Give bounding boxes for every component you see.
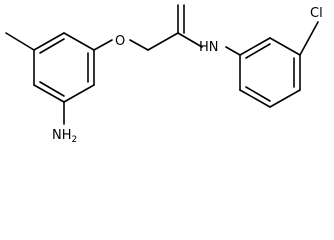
chlorine-label: Cl — [310, 6, 323, 21]
right-benzene-ring — [239, 37, 301, 108]
carbonyl-to-n-bond — [177, 32, 203, 48]
double-bond-inner-3 — [39, 81, 65, 97]
amine-nh-text: NH — [52, 128, 72, 143]
double-bond-inner-r1 — [245, 43, 271, 59]
n-to-ring-bond — [225, 46, 241, 56]
bond-c2-c3 — [63, 32, 95, 51]
carbonyl-oxygen-label: O — [175, 0, 185, 3]
ring-to-ether-bond — [93, 39, 113, 51]
ether-oxygen-label: O — [115, 34, 125, 49]
chloro-bond — [299, 21, 319, 56]
ether-to-ch2-bond — [129, 39, 149, 51]
bond-r4-r5 — [269, 89, 301, 108]
molecule-diagram: O O HN Cl NH2 — [5, 0, 323, 145]
double-bond-inner-1 — [39, 38, 65, 54]
double-bond-inner-r3 — [245, 86, 271, 102]
bond-c5-c6 — [33, 84, 65, 103]
amine-subscript: 2 — [72, 135, 78, 145]
bond-c4-c5 — [63, 84, 95, 103]
bond-c1-c2 — [33, 32, 65, 51]
left-benzene-ring — [33, 32, 95, 103]
methyl-bond — [5, 32, 35, 51]
amide-nitrogen-label: HN — [199, 40, 219, 55]
amine-label: NH2 — [52, 128, 77, 145]
bond-r5-r6 — [239, 89, 271, 108]
bond-r1-r2 — [239, 37, 271, 56]
bond-r2-r3 — [269, 37, 301, 56]
ch2-to-carbonyl-bond — [147, 32, 179, 51]
